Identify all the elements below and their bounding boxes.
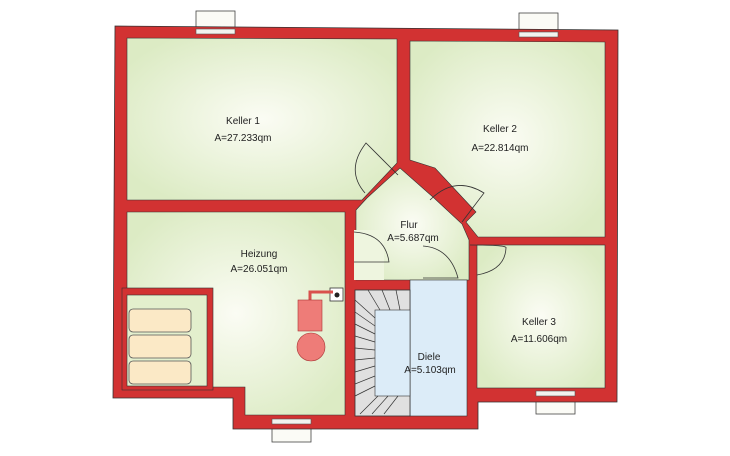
boiler <box>297 299 323 332</box>
room-keller-3 <box>476 244 606 389</box>
door-heizung <box>353 231 390 263</box>
room-area-keller-1: A=27.233qm <box>215 133 272 144</box>
room-area-flur: A=5.687qm <box>387 233 438 244</box>
room-area-keller-2: A=22.814qm <box>472 143 529 154</box>
room-name-keller-3: Keller 3 <box>522 317 556 328</box>
room-name-heizung: Heizung <box>241 249 278 260</box>
room-area-diele: A=5.103qm <box>404 365 455 376</box>
room-name-diele: Diele <box>418 352 441 363</box>
room-name-flur: Flur <box>400 220 418 231</box>
tank <box>296 332 326 362</box>
room-flur-lower <box>354 230 384 280</box>
heating-system <box>296 287 344 362</box>
room-diele <box>409 279 468 417</box>
door-keller-3 <box>469 244 507 276</box>
room-name-keller-2: Keller 2 <box>483 124 517 135</box>
room-area-heizung: A=26.051qm <box>231 264 288 275</box>
doors <box>353 142 507 279</box>
room-keller-1 <box>126 37 398 201</box>
storage-shelves <box>128 308 192 385</box>
room-keller-2 <box>409 40 606 238</box>
room-area-keller-3: A=11.606qm <box>511 334 567 345</box>
door-keller-1 <box>354 142 399 194</box>
door-keller-2 <box>429 185 485 223</box>
door-diele <box>422 245 459 279</box>
staircase[interactable] <box>354 289 411 417</box>
room-name-keller-1: Keller 1 <box>226 116 260 127</box>
